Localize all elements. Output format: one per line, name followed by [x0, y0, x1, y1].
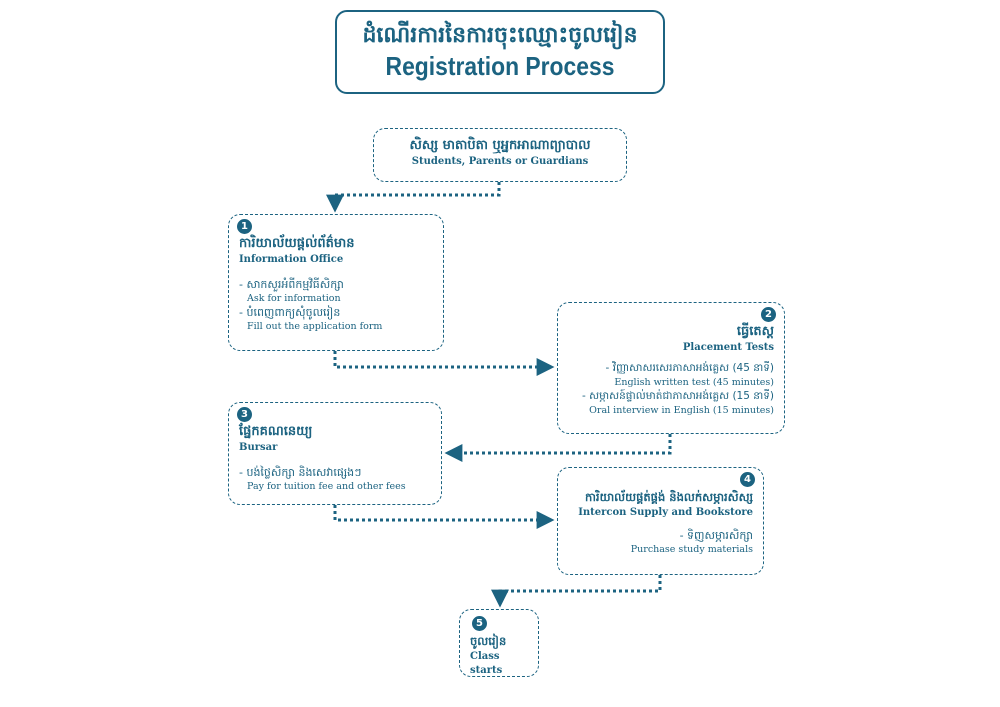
step-2-item-1-khmer: - វិញ្ញាសាសរសេរភាសាអង់គ្លេស (45 នាទី) [605, 362, 774, 374]
step-1-item-1-english: Ask for information [247, 293, 341, 304]
step-1-badge: 1 [237, 219, 252, 234]
title-english: Registration Process [385, 51, 615, 81]
start-khmer: សិស្ស មាតាបិតា ឬអ្នកអាណាព្យាបាល [409, 138, 591, 153]
step-1-item-1-khmer: - សាកសួរអំពីកម្មវិធីសិក្សា [239, 278, 344, 291]
arrow-step-4-to-step-5 [491, 575, 662, 608]
arrow-step-3-to-step-4 [333, 505, 555, 529]
step-4-badge: 4 [740, 472, 755, 487]
step-2-item-1-english: English written test (45 minutes) [614, 377, 774, 388]
step-5-khmer: ចូលរៀន [470, 634, 507, 648]
start-english: Students, Parents or Guardians [411, 156, 589, 167]
step-2-box: 2 ធ្វើតេស្ត Placement Tests - វិញ្ញាសាសរ… [557, 302, 785, 434]
step-5-english: Class starts [470, 651, 503, 676]
step-1-english: Information Office [239, 254, 344, 265]
step-5-badge: 5 [472, 616, 487, 631]
step-3-badge: 3 [237, 407, 252, 422]
step-4-english: Intercon Supply and Bookstore [578, 507, 753, 518]
step-2-item-2-khmer: - សម្ភាសន៍ផ្ទាល់មាត់ជាភាសាអង់គ្លេស (15 ន… [582, 390, 774, 402]
step-3-khmer: ផ្នែកគណនេយ្យ [239, 424, 313, 439]
step-4-item-1-khmer: - ទិញសម្ភារសិក្សា [679, 529, 753, 542]
step-2-english: Placement Tests [682, 342, 774, 353]
title-khmer: ដំណើរការនៃការចុះឈ្មោះចូលរៀន [362, 23, 638, 48]
title-box: ដំណើរការនៃការចុះឈ្មោះចូលរៀន Registration… [335, 10, 665, 94]
step-3-box: 3 ផ្នែកគណនេយ្យ Bursar - បង់ថ្លៃសិក្សា និ… [228, 402, 442, 505]
step-3-item-1-khmer: - បង់ថ្លៃសិក្សា និងសេវាផ្សេងៗ [239, 466, 362, 479]
arrow-start-to-step-1 [326, 182, 501, 213]
start-box: សិស្ស មាតាបិតា ឬអ្នកអាណាព្យាបាល Students… [373, 128, 627, 182]
step-2-badge: 2 [761, 307, 776, 322]
arrow-step-2-to-step-3 [444, 434, 672, 462]
step-2-khmer: ធ្វើតេស្ត [736, 324, 774, 339]
step-4-item-1-english: Purchase study materials [630, 544, 753, 555]
step-1-khmer: ការិយាល័យផ្ដល់ព័ត៌មាន [239, 236, 355, 251]
step-3-item-1-english: Pay for tuition fee and other fees [247, 481, 406, 492]
step-4-khmer: ការិយាល័យផ្គត់ផ្គង់ និងលក់សម្ភារសិស្ស [584, 490, 753, 504]
arrow-step-1-to-step-2 [333, 351, 555, 376]
step-5-box: 5 ចូលរៀន Class starts [459, 609, 539, 677]
step-1-box: 1 ការិយាល័យផ្ដល់ព័ត៌មាន Information Offi… [228, 214, 444, 351]
step-4-box: 4 ការិយាល័យផ្គត់ផ្គង់ និងលក់សម្ភារសិស្ស … [557, 467, 764, 575]
step-3-english: Bursar [239, 442, 278, 453]
step-1-item-2-english: Fill out the application form [247, 321, 383, 332]
step-1-item-2-khmer: - បំពេញពាក្យសុំចូលរៀន [239, 306, 341, 319]
step-2-item-2-english: Oral interview in English (15 minutes) [589, 405, 774, 416]
